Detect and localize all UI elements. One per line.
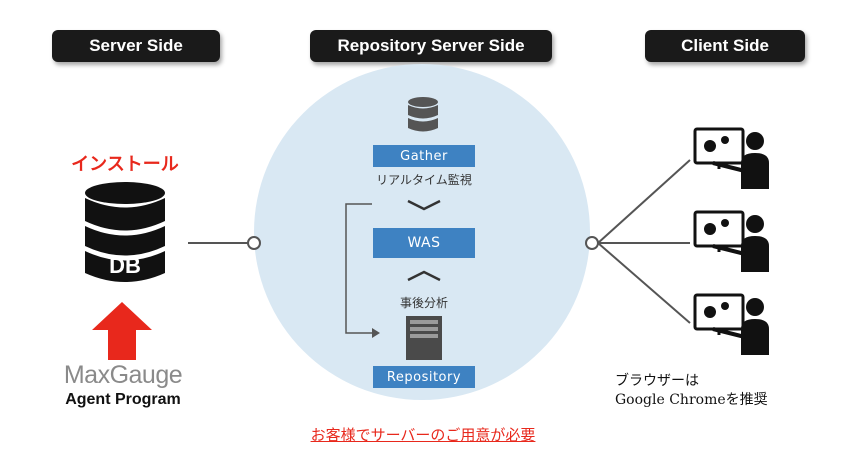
note-line-2: Google Chromeを推奨 <box>615 392 768 408</box>
repository-bar: Repository <box>373 366 475 388</box>
repository-server-side-header: Repository Server Side <box>310 30 552 62</box>
database-icon <box>408 97 438 132</box>
user-monitor-icon <box>693 210 769 272</box>
post-analysis-label: 事後分析 <box>399 296 448 310</box>
was-bar: WAS <box>373 228 475 258</box>
server-side-header: Server Side <box>52 30 220 62</box>
gather-bar: Gather <box>373 145 475 167</box>
realtime-monitoring-label: リアルタイム監視 <box>376 173 472 187</box>
agent-program-label: Agent Program <box>65 391 181 408</box>
browser-recommendation-note: ブラウザーは Google Chromeを推奨 <box>615 372 835 410</box>
db-cylinder-icon: DB <box>85 182 165 282</box>
user-monitor-icon <box>693 293 769 355</box>
note-line-1: ブラウザーは <box>615 373 699 389</box>
user-monitor-icon <box>693 127 769 189</box>
client-side-header: Client Side <box>645 30 805 62</box>
maxgauge-logo: MaxGauge <box>63 361 183 389</box>
db-label: DB <box>109 253 141 278</box>
server-box-icon <box>406 316 442 360</box>
up-arrow-icon <box>92 302 152 360</box>
server-required-note: お客様でサーバーのご用意が必要 <box>310 426 536 444</box>
install-label: インストール <box>71 154 179 175</box>
